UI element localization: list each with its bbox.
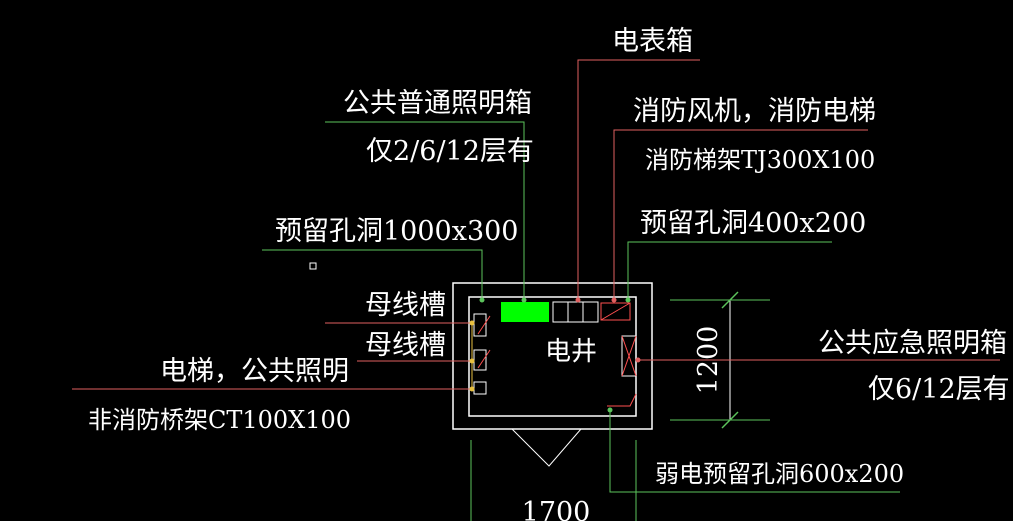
label-hole-1000: 预留孔洞1000x300	[275, 216, 518, 247]
leader-hole-1000	[262, 249, 483, 300]
emergency-box-symbol	[621, 335, 637, 377]
shaft-outer-wall	[452, 282, 653, 430]
cable-tray-box	[552, 301, 599, 323]
weak-current-hole-symbol	[607, 393, 637, 407]
hole-400-symbol	[600, 302, 631, 321]
leader-fire-fan	[613, 129, 868, 300]
label-elevator-lighting: 电梯，公共照明	[160, 356, 349, 387]
label-meter-box: 电表箱	[612, 26, 693, 57]
label-non-fire-tray: 非消防桥架CT100X100	[88, 406, 351, 434]
dim-tick-bottom	[721, 411, 739, 429]
label-public-lighting-box: 公共普通照明箱	[343, 88, 532, 119]
leader-weak-current	[609, 410, 900, 493]
dim-width-text: 1700	[522, 497, 591, 521]
label-emergency-floors: 仅6/12层有	[868, 374, 1010, 405]
label-busway-2: 母线槽	[365, 330, 446, 361]
label-fire-fan-elevator: 消防风机，消防电梯	[633, 96, 876, 127]
label-public-lighting-floors: 仅2/6/12层有	[366, 136, 534, 167]
leader-meter-box	[577, 59, 700, 300]
label-emergency-box: 公共应急照明箱	[818, 328, 1007, 359]
door-swing	[511, 428, 582, 467]
label-weak-current-hole: 弱电预留孔洞600x200	[655, 460, 904, 488]
busway-symbol-1	[473, 313, 487, 337]
meter-box-marker	[501, 302, 549, 322]
label-busway-1: 母线槽	[365, 290, 446, 321]
label-fire-tray: 消防梯架TJ300X100	[645, 146, 875, 174]
busway-symbol-2	[473, 349, 487, 371]
tray-symbol	[473, 381, 487, 395]
grip-marker	[309, 262, 317, 270]
leader-hole-400	[627, 241, 832, 300]
label-shaft: 电井	[545, 337, 597, 367]
label-hole-400: 预留孔洞400x200	[640, 208, 866, 239]
leader-public-lighting	[325, 121, 525, 300]
dim-tick-top	[721, 291, 739, 309]
